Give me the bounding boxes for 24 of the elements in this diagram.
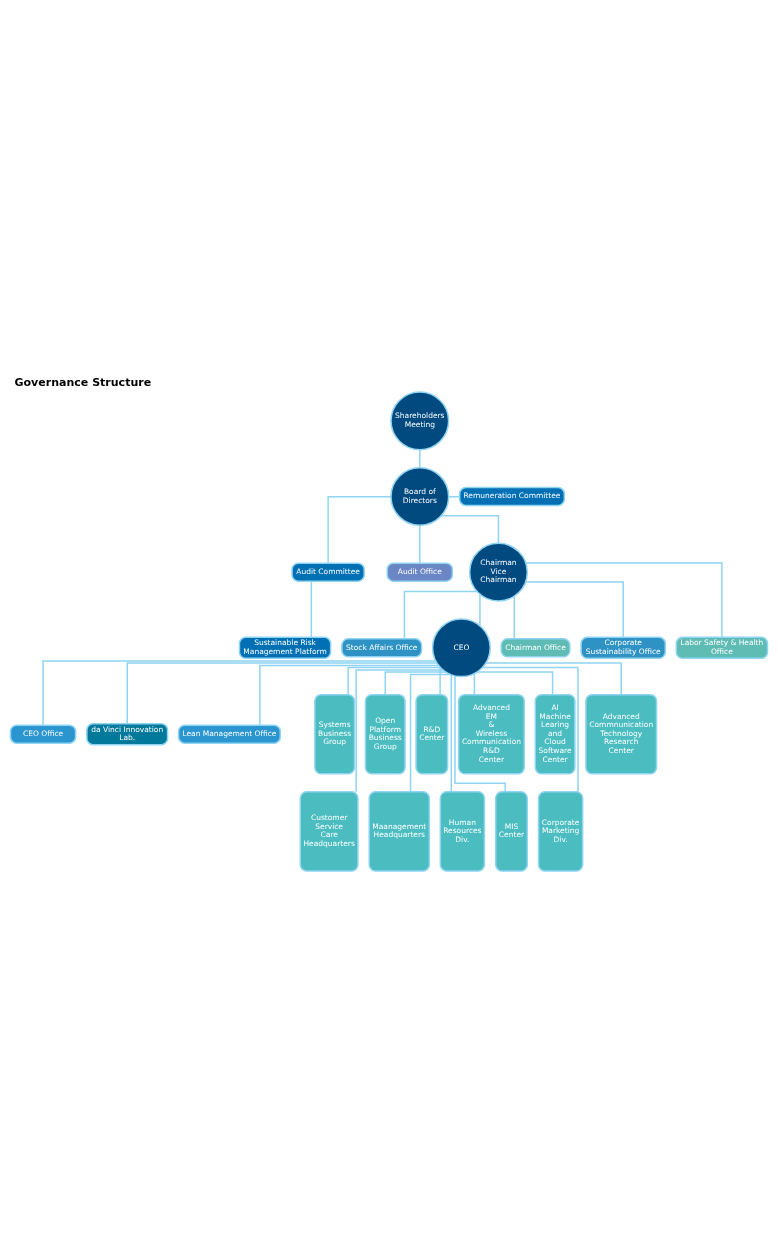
connector: [384, 671, 447, 696]
connector: [403, 590, 478, 640]
connector: [440, 515, 500, 545]
connector: [419, 448, 421, 469]
diagram-title: Governance Structure: [14, 376, 152, 390]
connector: [126, 662, 438, 725]
connector: [524, 581, 624, 638]
connector: [259, 664, 440, 726]
connector: [355, 669, 444, 793]
connector: [42, 660, 437, 726]
connector: [485, 662, 622, 696]
connector: [347, 666, 442, 696]
connector: [419, 524, 421, 564]
connector: [409, 673, 452, 793]
connector: [439, 666, 441, 696]
connector: [525, 562, 723, 638]
connector: [310, 580, 313, 638]
connector: [327, 496, 392, 564]
connector: [479, 593, 481, 627]
connector: [454, 675, 506, 793]
connector: [473, 672, 476, 696]
connector: [450, 674, 453, 793]
connector: [476, 671, 554, 696]
connector: [513, 595, 515, 640]
